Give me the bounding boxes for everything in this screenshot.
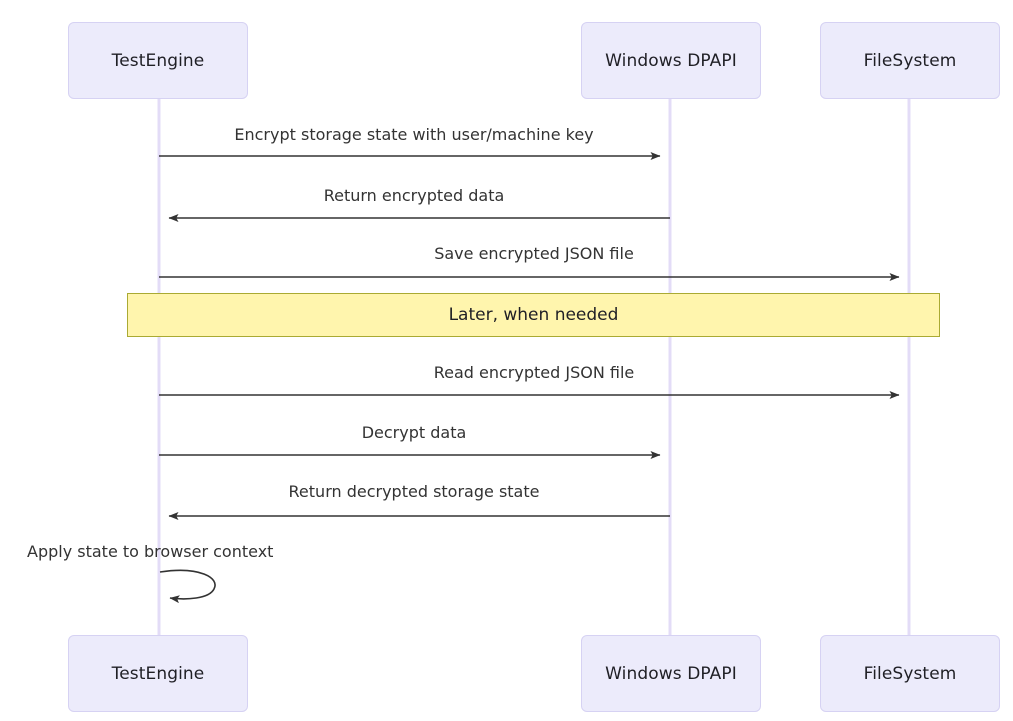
participant-box-testengine-top[interactable]: TestEngine bbox=[68, 22, 248, 99]
participant-box-filesystem-top[interactable]: FileSystem bbox=[820, 22, 1000, 99]
message-arrows bbox=[159, 152, 900, 604]
message-label-5: Decrypt data bbox=[361, 423, 467, 442]
participant-label-testengine-bottom: TestEngine bbox=[111, 663, 205, 684]
participant-box-dpapi-top[interactable]: Windows DPAPI bbox=[581, 22, 761, 99]
lifelines bbox=[157, 99, 911, 635]
note-later-when-needed: Later, when needed bbox=[127, 293, 940, 337]
participant-label-testengine-top: TestEngine bbox=[111, 50, 205, 71]
participant-label-dpapi-bottom: Windows DPAPI bbox=[605, 663, 737, 684]
message-self-loop-arrow bbox=[159, 569, 216, 604]
message-label-1: Encrypt storage state with user/machine … bbox=[234, 125, 594, 144]
participant-label-dpapi-top: Windows DPAPI bbox=[605, 50, 737, 71]
participant-box-filesystem-bottom[interactable]: FileSystem bbox=[820, 635, 1000, 712]
participant-box-testengine-bottom[interactable]: TestEngine bbox=[68, 635, 248, 712]
participant-label-filesystem-top: FileSystem bbox=[863, 50, 957, 71]
participant-label-filesystem-bottom: FileSystem bbox=[863, 663, 957, 684]
participant-box-dpapi-bottom[interactable]: Windows DPAPI bbox=[581, 635, 761, 712]
note-label: Later, when needed bbox=[448, 305, 619, 325]
message-label-6: Return decrypted storage state bbox=[288, 482, 540, 501]
message-label-3: Save encrypted JSON file bbox=[434, 244, 634, 263]
message-label-4: Read encrypted JSON file bbox=[433, 363, 635, 382]
message-label-2: Return encrypted data bbox=[323, 186, 505, 205]
message-label-7: Apply state to browser context bbox=[27, 542, 274, 561]
